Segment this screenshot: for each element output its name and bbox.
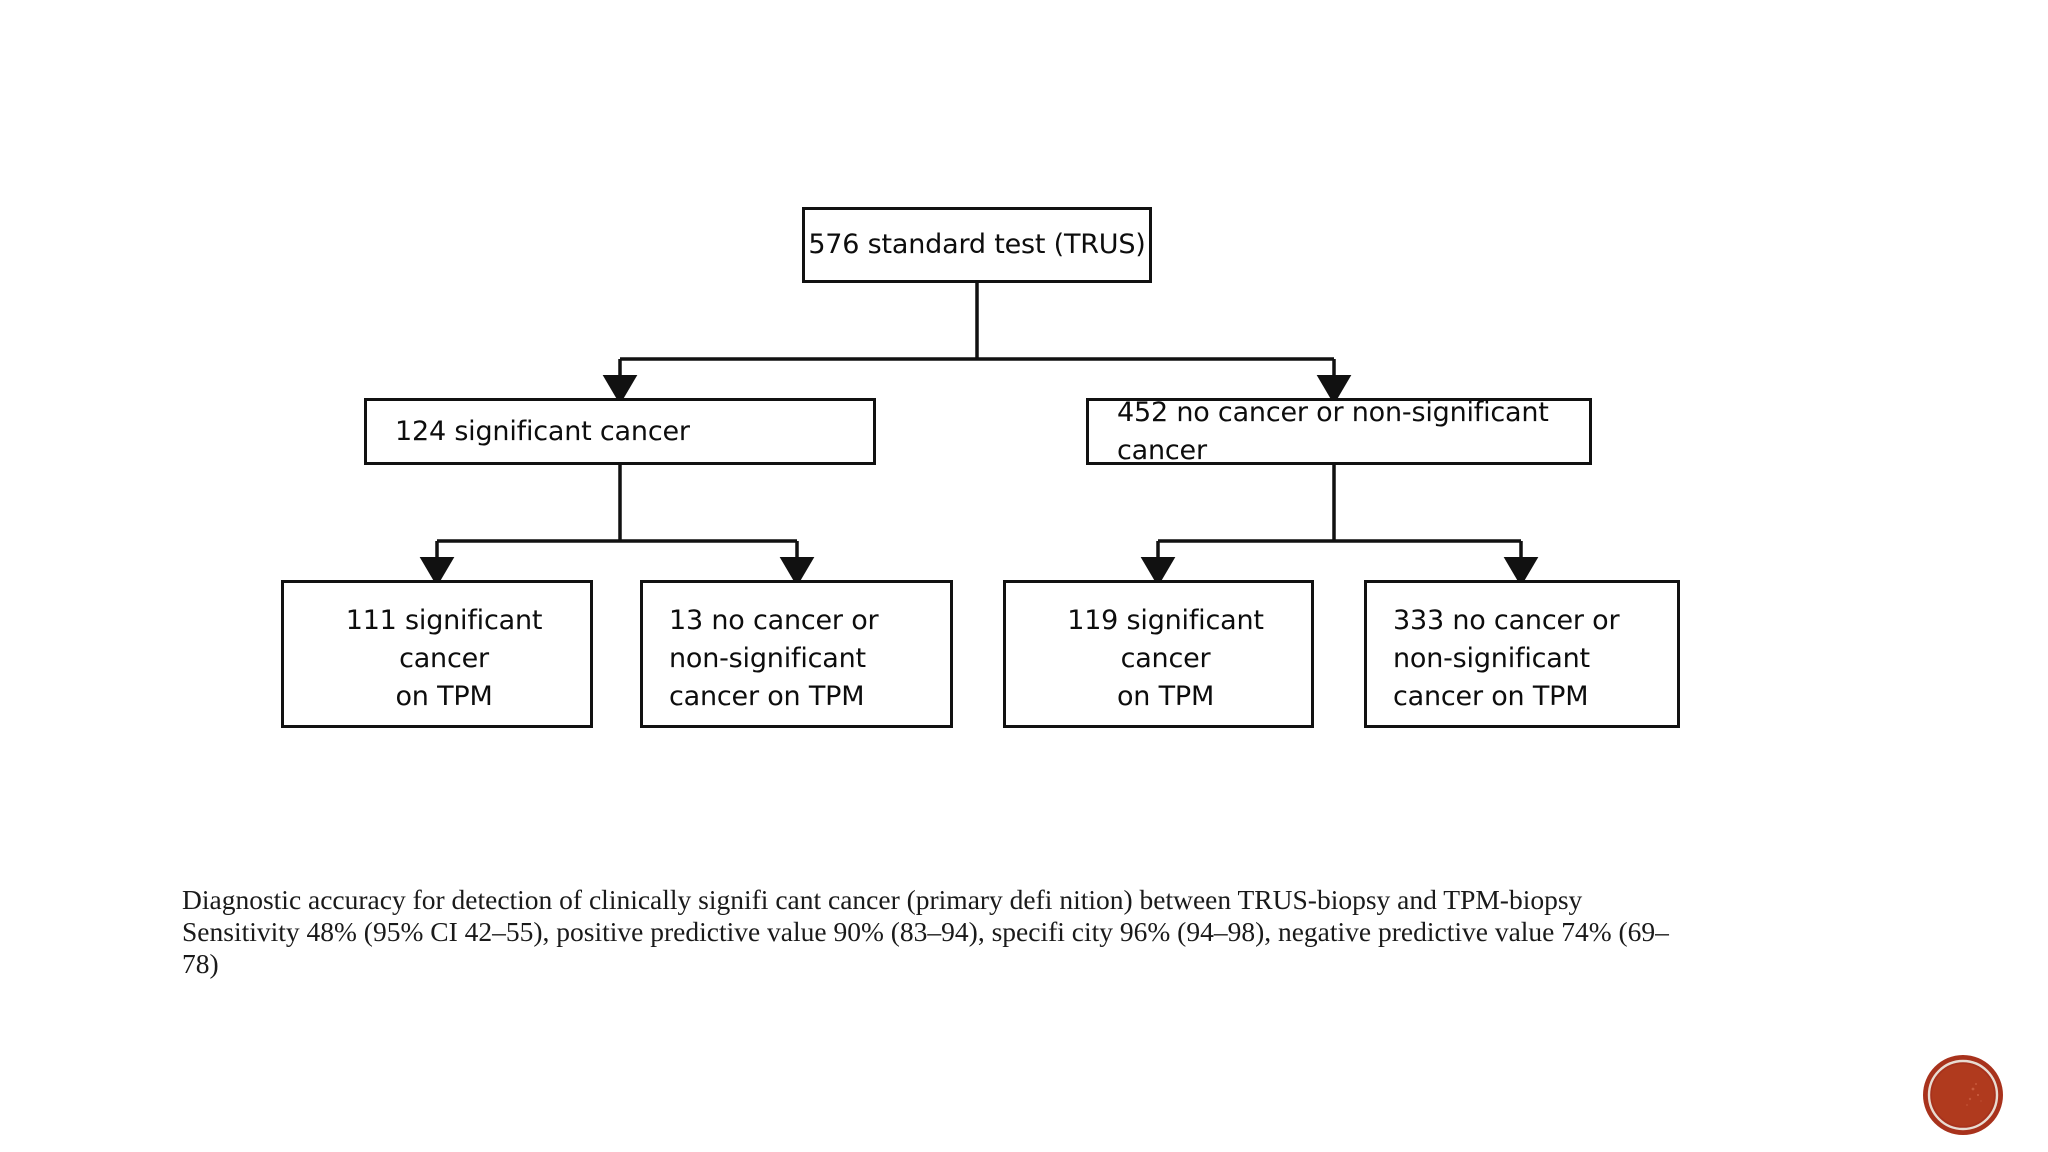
node-no-or-nonsignificant-cancer-label: 452 no cancer or non-significant cancer xyxy=(1117,396,1549,466)
caption-line-3: 78) xyxy=(182,948,219,979)
node-119-significant-on-tpm-label: 119 significant cancer on TPM xyxy=(1067,605,1264,712)
node-333-no-cancer-on-tpm-label: 333 no cancer or non-significant cancer … xyxy=(1393,605,1620,712)
figure-caption: Diagnostic accuracy for detection of cli… xyxy=(182,884,1782,980)
caption-line-1: Diagnostic accuracy for detection of cli… xyxy=(182,884,1583,915)
node-119-significant-on-tpm: 119 significant cancer on TPM xyxy=(1003,580,1314,728)
caption-line-2: Sensitivity 48% (95% CI 42–55), positive… xyxy=(182,916,1669,947)
node-13-no-cancer-on-tpm-label: 13 no cancer or non-significant cancer o… xyxy=(669,605,879,712)
node-significant-cancer: 124 significant cancer xyxy=(364,398,876,465)
node-root-label: 576 standard test (TRUS) xyxy=(808,229,1146,260)
circular-seal-logo xyxy=(1923,1055,2003,1135)
node-significant-cancer-label: 124 significant cancer xyxy=(395,415,690,447)
node-no-or-nonsignificant-cancer: 452 no cancer or non-significant cancer xyxy=(1086,397,1592,466)
node-111-significant-on-tpm-label: 111 significant cancer on TPM xyxy=(345,605,543,712)
node-root-standard-test: 576 standard test (TRUS) xyxy=(802,207,1152,283)
node-333-no-cancer-on-tpm: 333 no cancer or non-significant cancer … xyxy=(1364,580,1680,728)
node-13-no-cancer-on-tpm: 13 no cancer or non-significant cancer o… xyxy=(640,580,953,728)
node-111-significant-on-tpm: 111 significant cancer on TPM xyxy=(281,580,593,728)
